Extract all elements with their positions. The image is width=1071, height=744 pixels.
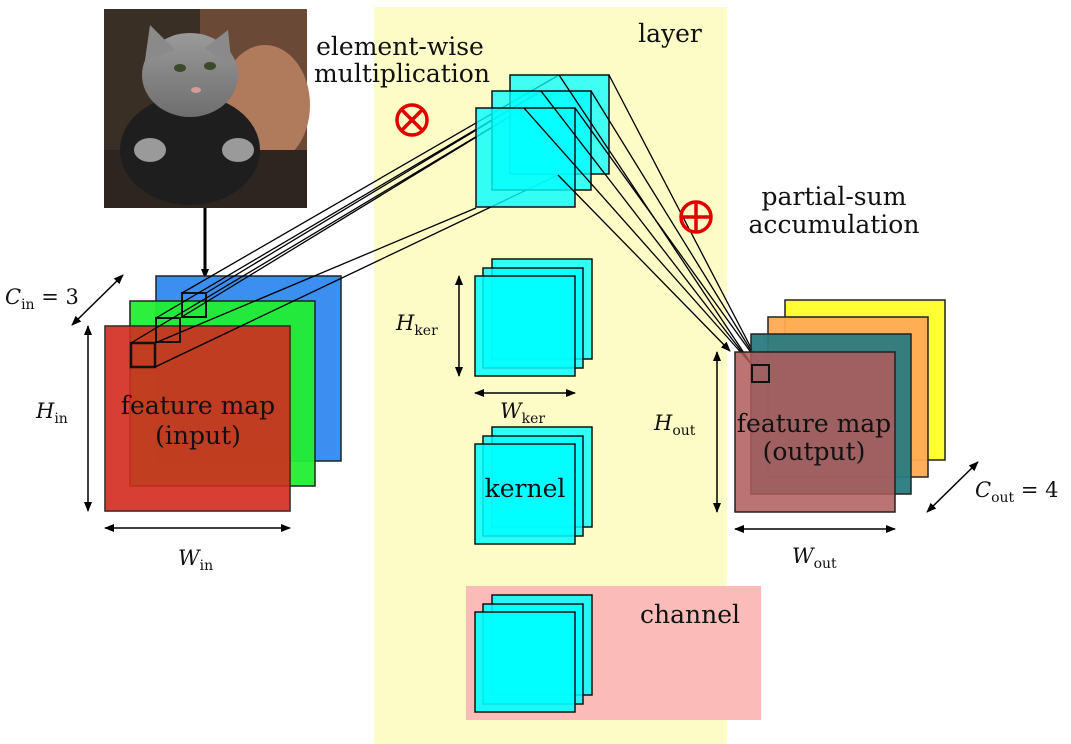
input-window-blue [181, 292, 207, 318]
w-ker-label: Wker [500, 399, 545, 427]
input-window-red [129, 341, 157, 369]
kernel-stack-4 [474, 594, 593, 713]
multiply-operator-icon [395, 103, 429, 137]
input-window-green [155, 317, 181, 343]
input-cat-image [104, 9, 310, 208]
h-out-label: Hout [653, 411, 696, 439]
input-channel-red [104, 325, 291, 512]
c-out-arrow [926, 461, 979, 513]
layer-label: layer [638, 19, 702, 48]
c-in-label: Cin = 3 [5, 285, 79, 313]
input-feature-map-label-line2: (input) [155, 421, 241, 450]
kernel-to-output-lines [523, 74, 761, 366]
w-in-label: Win [178, 546, 213, 574]
partialsum-label-line2: accumulation [749, 210, 920, 239]
kernel-stack-2 [474, 258, 593, 377]
w-out-label: Wout [792, 544, 837, 572]
output-cell [751, 364, 770, 383]
elementwise-label-line1: element-wise [316, 32, 484, 61]
output-feature-map: feature map (output) [734, 299, 946, 513]
output-feature-map-label-line1: feature map [737, 409, 891, 438]
kernel-stack-1 [475, 74, 610, 208]
h-ker-label: Hker [395, 311, 438, 339]
elementwise-label-line2: multiplication [314, 59, 490, 88]
kernel-label: kernel [485, 474, 566, 503]
h-in-label: Hin [35, 399, 68, 427]
channel-label: channel [640, 600, 740, 629]
input-feature-map: feature map (input) [104, 275, 342, 512]
c-out-label: Cout = 4 [975, 478, 1058, 506]
output-channel-mauve [734, 351, 896, 513]
output-feature-map-label-line2: (output) [763, 437, 866, 466]
input-feature-map-label-line1: feature map [121, 391, 275, 420]
c-in-arrow [71, 274, 124, 326]
kernel-stack-3: kernel [474, 426, 593, 545]
partialsum-label-line1: partial-sum [762, 182, 907, 211]
accumulate-operator-icon [679, 200, 713, 234]
